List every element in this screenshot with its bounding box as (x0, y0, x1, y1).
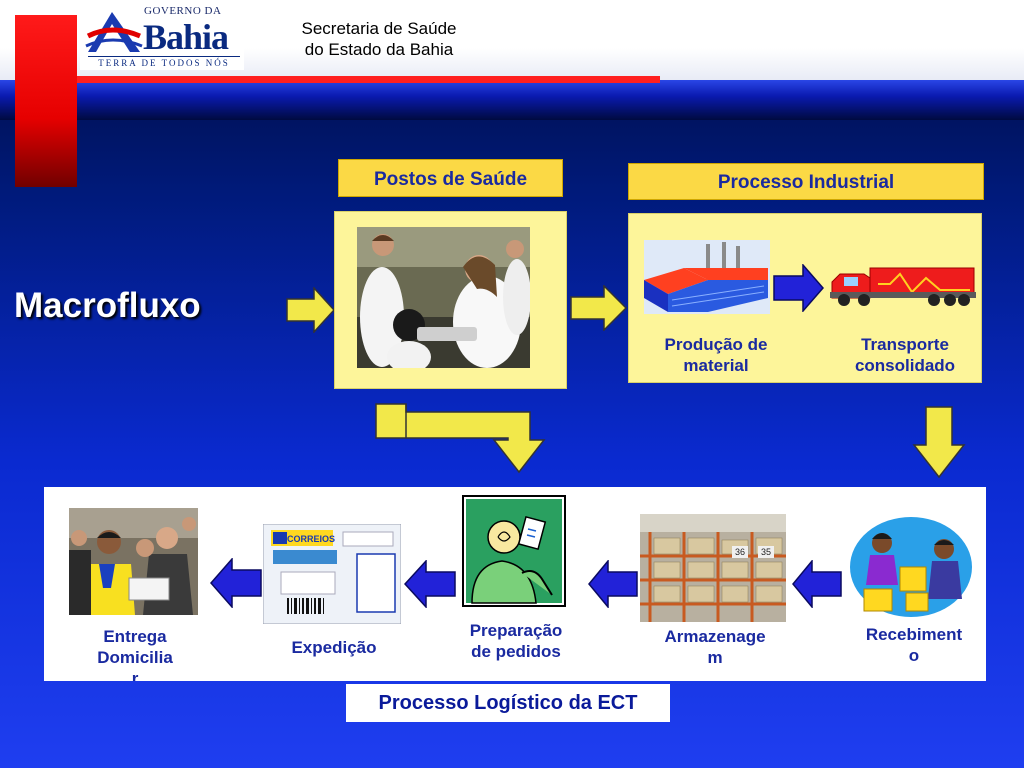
bahia-logo (80, 4, 244, 70)
producao-line-1: Produção de (664, 335, 768, 354)
factory-icon (644, 240, 770, 314)
expedicao-caption: Expedição (262, 637, 406, 658)
recebimento-line-1: Recebiment (865, 625, 963, 644)
arrow-left-icon (210, 558, 262, 608)
preparacao-line-1: Preparação (469, 621, 563, 640)
armazenagem-line-1: Armazenage (664, 627, 766, 646)
producao-caption: Produção de material (636, 334, 796, 376)
armazenagem-caption: Armazenage m (640, 626, 790, 668)
arrow-left-icon (404, 560, 456, 608)
arrow-right-icon (570, 285, 628, 331)
expedicao-line-1: Expedição (291, 638, 377, 657)
correios-package-icon: CORREIOS (263, 524, 401, 624)
armazenagem-line-2: m (707, 648, 723, 667)
bahia-emblem-icon (85, 12, 143, 52)
transporte-line-2: consolidado (854, 356, 956, 375)
warehouse-photo-icon: 36 35 (640, 514, 786, 622)
entrega-line-2: Domicilia (97, 648, 173, 667)
health-workers-photo-icon (357, 227, 530, 368)
receiving-clipart-icon (850, 517, 972, 617)
arrow-down-bent-icon (375, 403, 546, 474)
shelf-number-left: 36 (735, 547, 745, 557)
order-preparation-clipart-icon (462, 495, 566, 607)
entrega-line-1: Entrega (103, 627, 167, 646)
secretaria-title: Secretaria de Saúde do Estado da Bahia (254, 18, 504, 60)
red-accent-bar (15, 15, 77, 187)
arrow-left-icon (588, 560, 638, 608)
recebimento-caption: Recebiment o (842, 624, 986, 666)
preparacao-line-2: de pedidos (471, 642, 561, 661)
arrow-right-icon (286, 287, 336, 333)
logo-top-text: GOVERNO DA (144, 5, 222, 17)
red-accent-line (77, 76, 660, 83)
arrow-left-icon (792, 560, 842, 608)
header-band (0, 80, 1024, 120)
logo-main-text: Bahia (143, 17, 229, 57)
truck-icon (830, 267, 976, 306)
secretaria-line-2: do Estado da Bahia (304, 40, 454, 59)
transporte-caption: Transporte consolidado (832, 334, 978, 376)
correios-text: CORREIOS (287, 534, 335, 544)
secretaria-line-1: Secretaria de Saúde (301, 19, 457, 38)
arrow-right-icon (773, 264, 824, 312)
shelf-number-right: 35 (761, 547, 771, 557)
logo-tagline: TERRA DE TODOS NÓS (88, 56, 240, 68)
preparacao-caption: Preparação de pedidos (440, 620, 592, 662)
postos-label: Postos de Saúde (338, 159, 563, 197)
arrow-down-icon (912, 406, 966, 479)
transporte-line-1: Transporte (861, 335, 949, 354)
logistica-label: Processo Logístico da ECT (346, 684, 670, 722)
entrega-caption: Entrega Domicilia r (70, 626, 200, 681)
recebimento-line-2: o (908, 646, 920, 665)
industrial-label: Processo Industrial (628, 163, 984, 200)
home-delivery-photo-icon (69, 508, 198, 615)
page-title: Macrofluxo (14, 286, 201, 325)
producao-line-2: material (683, 356, 749, 375)
entrega-line-3: r (131, 669, 139, 681)
